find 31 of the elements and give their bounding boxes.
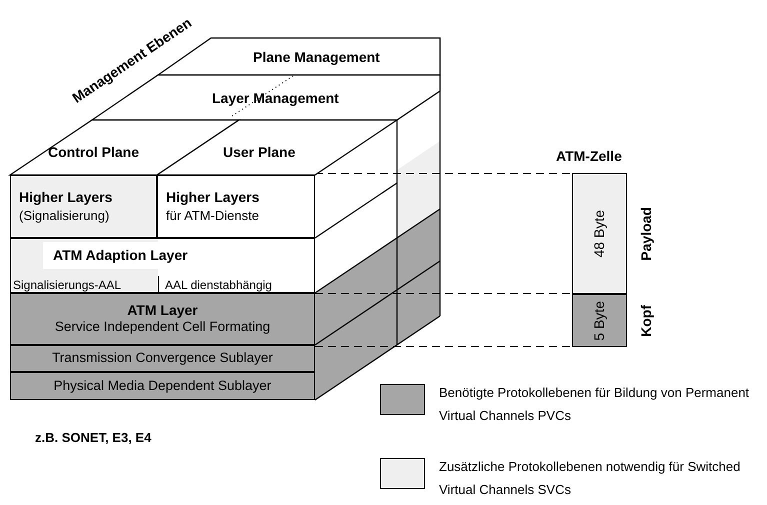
plane-label: Control Plane — [48, 143, 140, 162]
layer-title: ATM Layer — [127, 302, 198, 320]
layer-subtitle: AAL dienstabhängig — [165, 277, 272, 294]
plane-label: Layer Management — [212, 89, 339, 108]
cell-part-label: Kopf — [636, 304, 655, 336]
layer-cell — [157, 175, 315, 238]
layer-title: Higher Layers — [19, 188, 112, 206]
note: z.B. SONET, E3, E4 — [35, 429, 152, 447]
byte-count: 48 Byte — [590, 210, 608, 258]
layer-label: Transmission Convergence Sublayer — [52, 350, 273, 367]
layer-box — [10, 345, 315, 372]
legend-text: Zusätzliche Protokollebenen notwendig für Switched Virtual Channels SVCs — [439, 458, 742, 499]
plane-label: Plane Management — [253, 48, 380, 67]
layer-label: Physical Media Dependent Sublayer — [54, 378, 272, 394]
layer-box — [10, 293, 315, 345]
layer-subtitle: Signalisierungs-AAL — [13, 277, 122, 294]
layer-title: Higher Layers — [166, 188, 260, 206]
plane-label: User Plane — [223, 143, 296, 162]
layer-subtitle: für ATM-Dienste — [166, 208, 259, 224]
layer-subtitle: (Signalisierung) — [19, 208, 110, 224]
cell-segment — [572, 294, 627, 347]
layer-box — [10, 238, 315, 293]
layer-cell — [10, 175, 157, 238]
cell-segment — [572, 173, 627, 294]
plane-face — [157, 120, 397, 175]
layer-box — [10, 372, 315, 400]
cell-title: ATM-Zelle — [556, 147, 622, 166]
byte-count: 5 Byte — [590, 300, 608, 340]
cell-part-label: Payload — [636, 206, 655, 260]
layer-label: Service Independent Cell Formating — [54, 319, 270, 336]
legend-text: Benötigte Protokollebenen für Bildung von Permanent Virtual Channels PVCs — [439, 384, 750, 425]
